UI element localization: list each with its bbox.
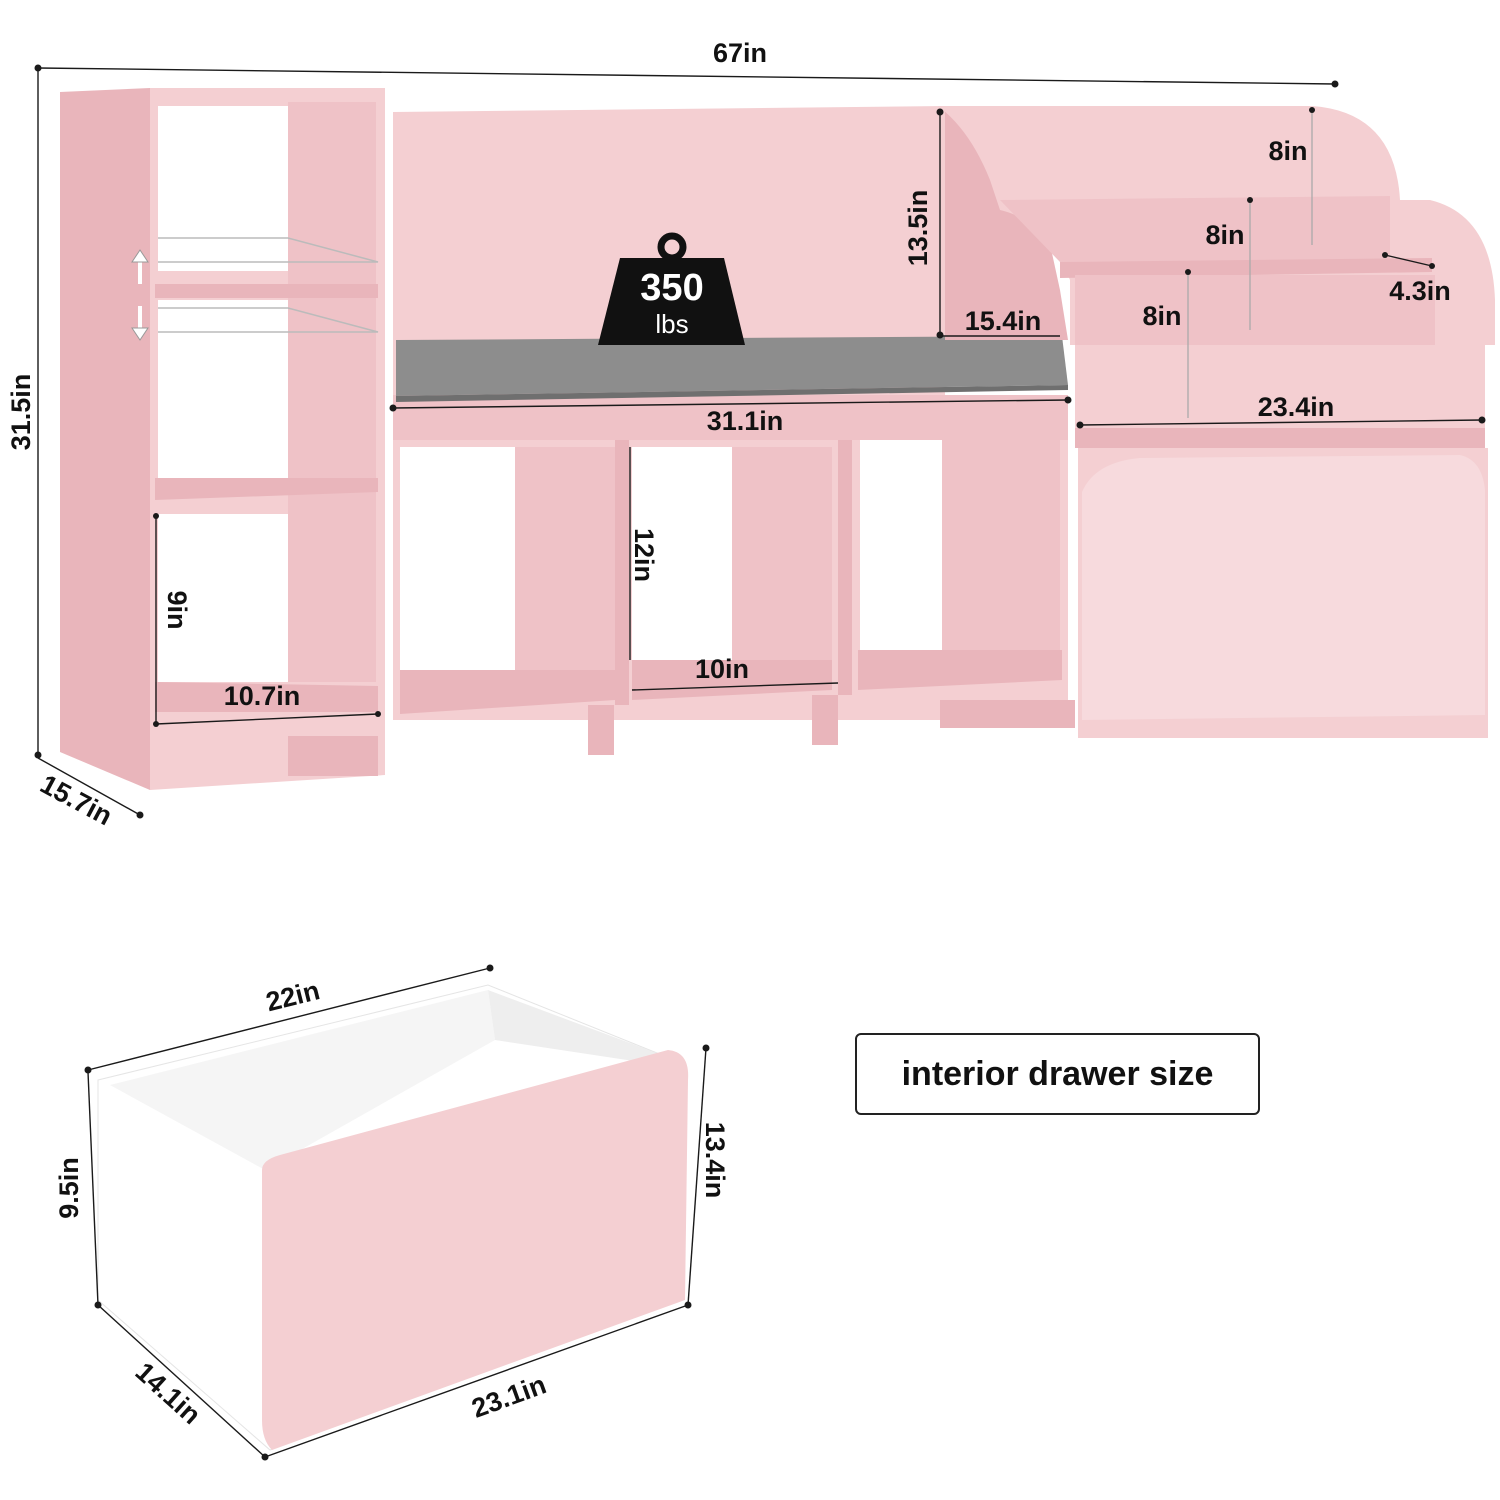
drawer-front-height-label: 13.4in [700, 1122, 730, 1199]
overall-depth-label: 15.7in [35, 769, 117, 831]
drawer-dimension-lines [84, 964, 710, 1461]
book-rack [938, 106, 1495, 738]
rack-width-label: 23.4in [1258, 392, 1335, 422]
rack-top-gap-label: 8in [1268, 136, 1307, 166]
rack-low-gap-label: 8in [1142, 301, 1181, 331]
weight-capacity-value: 350 [640, 267, 703, 309]
weight-capacity-unit: lbs [655, 309, 688, 339]
rack-depth-label: 4.3in [1389, 276, 1451, 306]
drawer-inner-height-label: 9.5in [54, 1157, 84, 1219]
adjust-down-arrow-icon [131, 306, 149, 341]
drawer-bottom-width-label: 23.1in [468, 1369, 550, 1423]
seat-depth-label: 15.4in [965, 306, 1042, 336]
side-shelf-height-label: 9in [162, 590, 192, 629]
overall-height-label: 31.5in [6, 374, 36, 451]
drawer-illustration [97, 984, 689, 1451]
cube-width-label: 10in [695, 654, 749, 684]
left-shelf-tower [60, 88, 385, 790]
overall-width-label: 67in [713, 38, 767, 68]
rack-mid-gap-label: 8in [1205, 220, 1244, 250]
dimension-lines [34, 64, 1486, 819]
side-shelf-width-label: 10.7in [224, 681, 301, 711]
drawer-top-width-label: 22in [263, 975, 323, 1017]
seat-width-label: 31.1in [707, 406, 784, 436]
cube-height-label: 12in [629, 528, 659, 582]
weight-capacity-icon: 350 lbs [598, 232, 745, 345]
seat-cushion [396, 336, 1068, 402]
bench-back-height-label: 13.5in [903, 190, 933, 267]
adjust-up-arrow-icon [131, 249, 149, 284]
interior-drawer-size-caption: interior drawer size [855, 1033, 1260, 1115]
